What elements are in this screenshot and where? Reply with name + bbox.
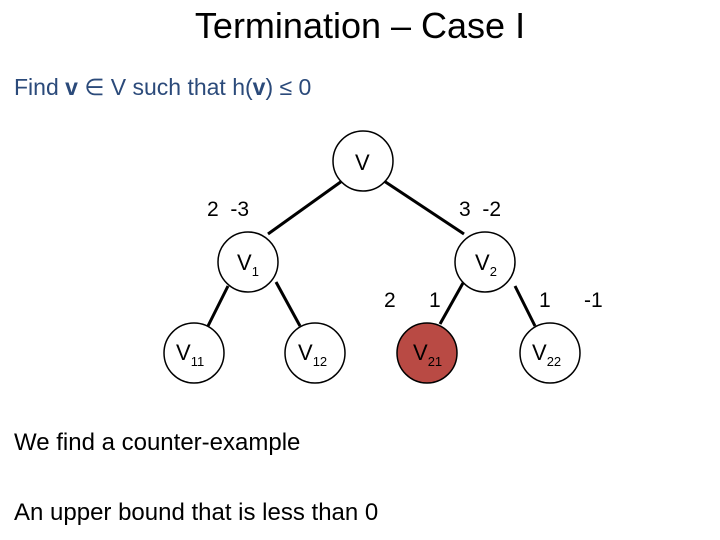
node-v22-label: V22 — [532, 340, 561, 369]
edge-label-v2-v22-a: 1 — [539, 289, 551, 312]
statement-var-v: v — [65, 74, 78, 100]
node-v21 — [396, 322, 458, 384]
node-v22 — [519, 322, 581, 384]
edge-v2-v22 — [513, 285, 537, 327]
node-v1-label: V1 — [237, 250, 259, 279]
node-v11-label: V11 — [176, 340, 204, 369]
edge-label-v2-v21-b: 1 — [429, 289, 441, 312]
node-v2 — [454, 231, 516, 293]
statement-prefix: Find — [14, 74, 66, 100]
edge-v1-v11 — [206, 285, 230, 327]
edge-label-v2-v22-b: -1 — [584, 289, 603, 312]
node-v21-label: V21 — [413, 340, 442, 369]
node-v12-label: V12 — [298, 340, 327, 369]
node-v11 — [163, 322, 225, 384]
edge-v1-v12 — [274, 281, 302, 327]
node-root — [332, 130, 394, 192]
statement-var-v-arg: v — [252, 74, 266, 100]
slide-title: Termination – Case I — [194, 5, 526, 46]
edge-label-v2-v21-a: 2 — [384, 289, 396, 312]
node-root-label: V — [355, 150, 370, 175]
problem-statement: Find v ∈ V such that h(v) ≤ 0 — [14, 72, 311, 102]
node-v2-label: V2 — [475, 250, 497, 279]
statement-suffix: ) ≤ 0 — [265, 74, 312, 100]
edge-label-root-v1: 2 -3 — [207, 198, 249, 221]
edge-v2-v21 — [438, 282, 465, 325]
upper-bound-caption: An upper bound that is less than 0 — [14, 499, 379, 526]
node-v12 — [284, 322, 346, 384]
counter-example-caption: We find a counter-example — [14, 429, 301, 456]
edge-label-root-v2: 3 -2 — [459, 198, 501, 221]
node-v1 — [217, 231, 279, 293]
edge-root-v2 — [383, 179, 465, 236]
statement-middle: ∈ V such that h( — [77, 74, 253, 100]
edge-root-v1 — [267, 179, 343, 236]
